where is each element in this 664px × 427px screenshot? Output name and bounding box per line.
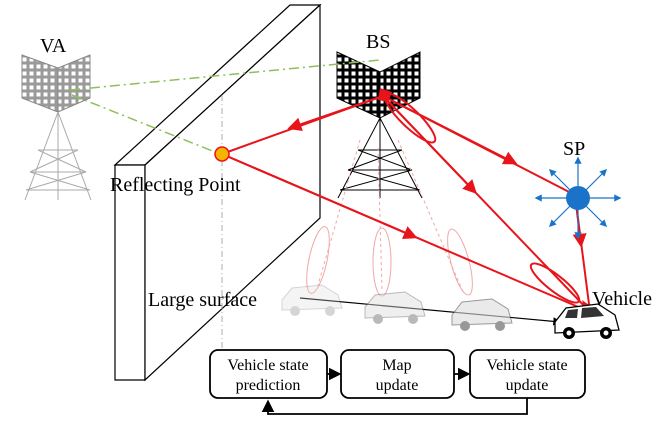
reflecting-point-marker — [214, 146, 230, 162]
large-surface-wall — [113, 3, 322, 382]
scatter-point — [534, 156, 622, 240]
box-map-line1: Map — [382, 357, 411, 374]
box-prediction-line2: prediction — [236, 377, 301, 394]
vehicle-icon — [554, 303, 620, 339]
vehicle-label: Vehicle — [592, 288, 652, 310]
process-flow: Vehicle state prediction Map update Vehi… — [209, 349, 586, 415]
large-surface-label: Large surface — [148, 289, 257, 311]
trajectory-arrow — [299, 297, 562, 326]
box-prediction-line1: Vehicle state — [227, 357, 308, 374]
box-map-line2: update — [376, 377, 419, 394]
bs-label: BS — [366, 31, 390, 53]
signal-paths — [221, 88, 596, 314]
past-beams — [306, 139, 473, 297]
sp-label: SP — [563, 138, 585, 160]
virtual-paths — [69, 59, 381, 155]
va-tower — [21, 54, 92, 201]
past-vehicle-2 — [364, 291, 426, 324]
box-update-line1: Vehicle state — [486, 357, 567, 374]
reflecting-point-label: Reflecting Point — [110, 174, 241, 196]
past-vehicle-3 — [451, 298, 513, 331]
box-update-line2: update — [506, 377, 549, 394]
va-label: VA — [40, 35, 67, 57]
feedback-arrow — [261, 398, 528, 415]
past-vehicle-1 — [281, 284, 343, 316]
